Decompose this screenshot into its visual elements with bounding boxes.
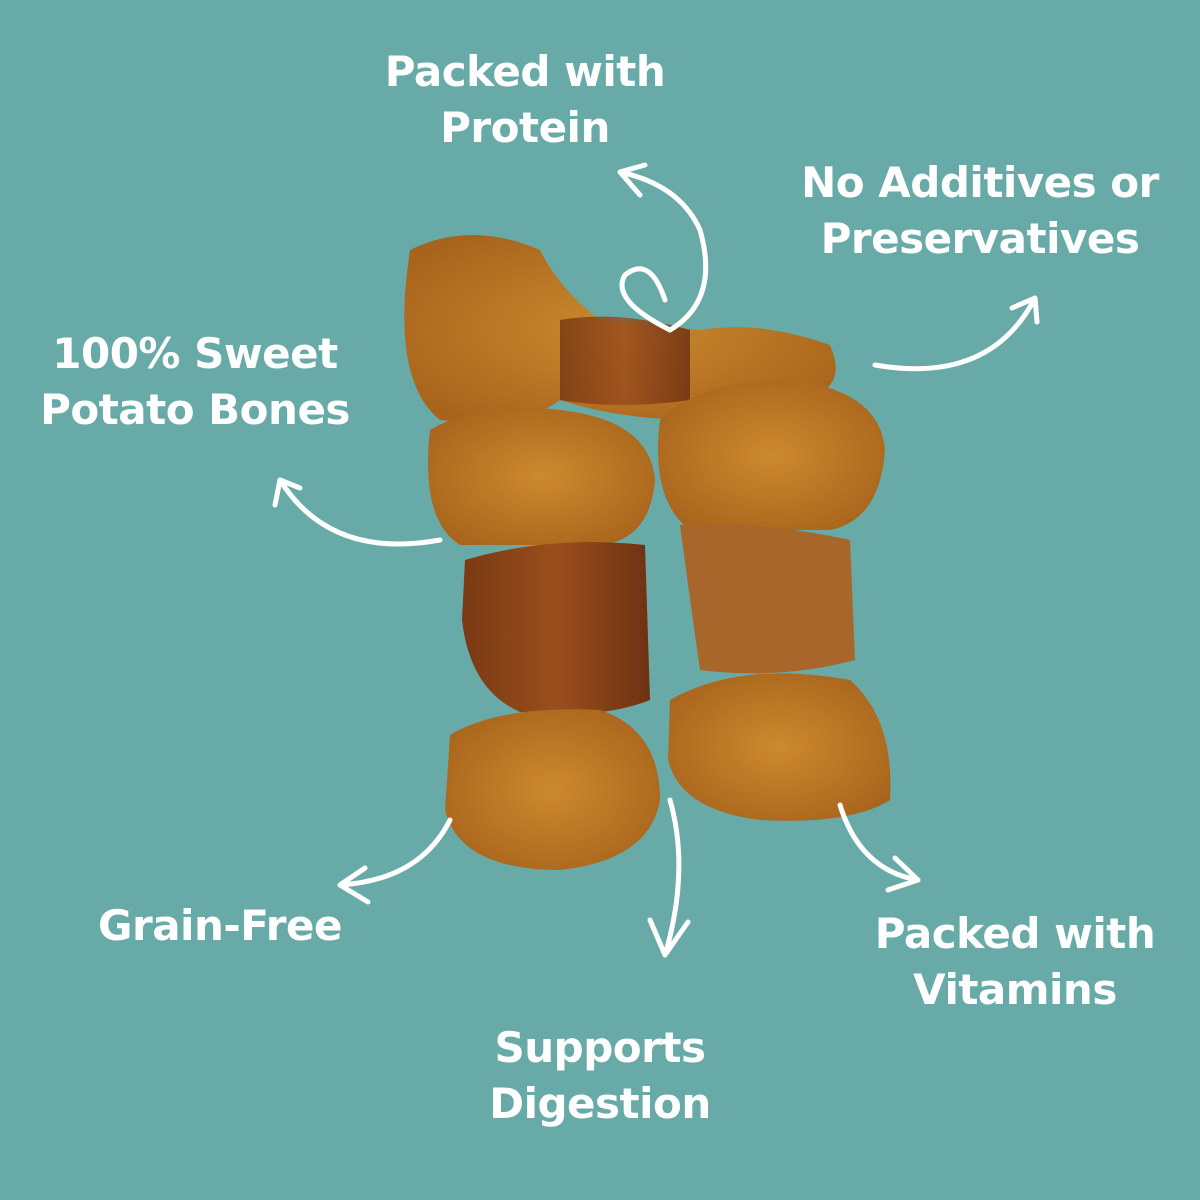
feature-digestion-label: Supports Digestion bbox=[460, 1020, 740, 1132]
arrow-digestion-icon bbox=[647, 797, 691, 958]
label-line: Grain-Free bbox=[98, 901, 342, 950]
feature-grain-free-label: Grain-Free bbox=[80, 898, 360, 954]
feature-protein-label: Packed with Protein bbox=[375, 44, 675, 156]
arrow-protein-icon bbox=[617, 162, 709, 333]
arrow-sweet-potato-icon bbox=[272, 477, 443, 547]
arrow-vitamins-icon bbox=[837, 802, 921, 893]
bone-back bbox=[404, 235, 836, 423]
feature-additives-label: No Additives or Preservatives bbox=[790, 155, 1170, 267]
label-line: Potato Bones bbox=[40, 385, 350, 434]
label-line: Packed with bbox=[874, 909, 1156, 958]
bone-left bbox=[428, 407, 660, 870]
label-line: Vitamins bbox=[913, 965, 1117, 1014]
bone-right bbox=[658, 380, 891, 821]
feature-sweet-potato-label: 100% Sweet Potato Bones bbox=[30, 326, 360, 438]
feature-vitamins-label: Packed with Vitamins bbox=[860, 906, 1170, 1018]
label-line: No Additives or bbox=[801, 158, 1159, 207]
arrow-grain-free-icon bbox=[337, 817, 453, 905]
label-line: 100% Sweet bbox=[52, 329, 338, 378]
arrow-additives-icon bbox=[872, 295, 1040, 372]
label-line: Supports bbox=[494, 1023, 706, 1072]
label-line: Preservatives bbox=[820, 214, 1140, 263]
label-line: Digestion bbox=[489, 1079, 711, 1128]
label-line: Packed with bbox=[384, 47, 666, 96]
label-line: Protein bbox=[440, 103, 610, 152]
